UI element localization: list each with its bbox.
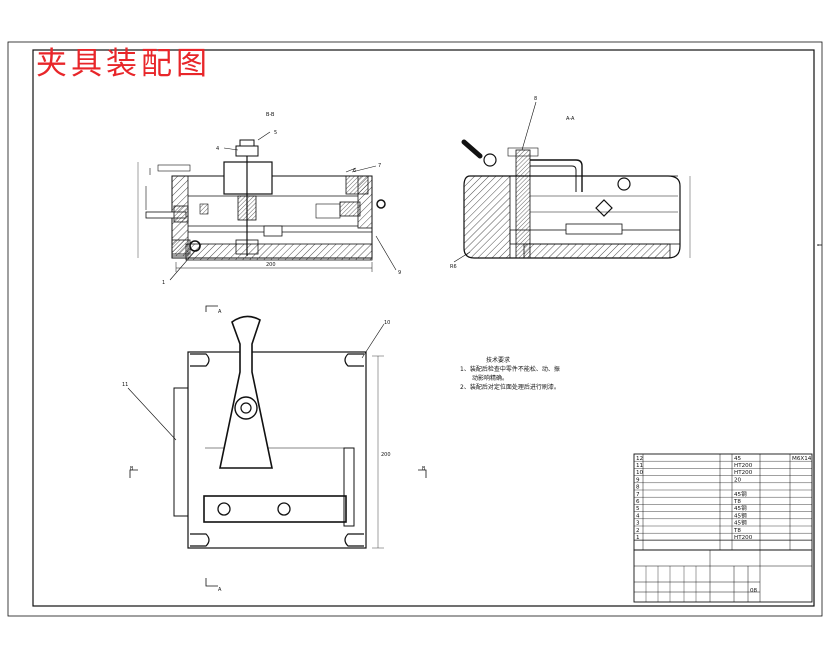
balloon-5: 5 xyxy=(274,130,277,136)
bom-row-no: 7 xyxy=(636,492,640,498)
bom-row-material: T8 xyxy=(733,499,741,505)
balloon-4: 4 xyxy=(216,146,219,152)
balloon-9: 9 xyxy=(398,270,401,276)
section-aa-view: A-A 8 R6 xyxy=(450,96,691,270)
title-block-code: 08 xyxy=(750,588,758,594)
top-view: A A B B 11 10 200 xyxy=(122,305,427,593)
bom-row-no: 1 xyxy=(636,535,640,541)
section-bb-view: B-B 200 xyxy=(137,112,401,286)
section-aa-label: A-A xyxy=(566,116,575,122)
roughness-mark: R6 xyxy=(450,264,457,270)
bom-row-no: 3 xyxy=(636,521,640,527)
bom-row-note: M6X14 xyxy=(792,456,812,462)
bom-row-no: 4 xyxy=(636,513,640,519)
bom-row-no: 5 xyxy=(636,506,640,512)
bom-row-material: 45钢 xyxy=(734,504,747,512)
bom-row-material: 45钢 xyxy=(734,490,747,498)
bom-row-material: HT200 xyxy=(734,463,753,469)
outer-frame xyxy=(7,41,823,617)
bom-row-material: 45 xyxy=(734,456,742,462)
section-bb-label: B-B xyxy=(266,112,275,118)
notes-line-2: 动影响精确。 xyxy=(472,374,508,382)
svg-text:200: 200 xyxy=(266,262,276,268)
bom-row-no: 9 xyxy=(636,477,640,483)
bom-row-no: 11 xyxy=(636,463,644,469)
bom-row-material: T8 xyxy=(733,528,741,534)
bom-row-material: 45钢 xyxy=(734,511,747,519)
notes-line-1: 1、装配后检查中零件不能松、动、振 xyxy=(460,365,560,373)
notes-heading: 技术要求 xyxy=(486,356,510,364)
notes-line-3: 2、装配后对定位面处理后进行刷漆。 xyxy=(460,383,560,391)
bom-row-no: 12 xyxy=(636,456,643,462)
balloon-7: 7 xyxy=(378,163,381,169)
balloon-10: 10 xyxy=(384,320,390,326)
view-mark-a-bottom: A xyxy=(218,587,222,593)
technical-requirements: 技术要求 1、装配后检查中零件不能松、动、振 动影响精确。 2、装配后对定位面处… xyxy=(460,356,560,391)
bom-row-no: 6 xyxy=(636,499,640,505)
balloon-8: 8 xyxy=(534,96,537,102)
bom-row-no: 8 xyxy=(636,485,640,491)
view-mark-a-top: A xyxy=(218,309,222,315)
bom-row-material: HT200 xyxy=(734,470,753,476)
bom-row-material: 20 xyxy=(734,477,742,483)
bom-row-material: 45钢 xyxy=(734,519,747,527)
view-mark-b-right: B xyxy=(422,466,426,472)
view-mark-b-left: B xyxy=(130,466,134,472)
svg-text:200: 200 xyxy=(381,452,391,458)
inner-frame xyxy=(32,49,815,607)
balloon-1: 1 xyxy=(162,280,165,286)
bom-row-no: 10 xyxy=(636,470,644,476)
drawing-title: 夹具装配图 xyxy=(36,46,211,82)
bom-row-no: 2 xyxy=(636,528,640,534)
balloon-11: 11 xyxy=(122,382,128,388)
balloon-6: 6 xyxy=(353,168,356,174)
bom-row-material: HT200 xyxy=(734,535,753,541)
